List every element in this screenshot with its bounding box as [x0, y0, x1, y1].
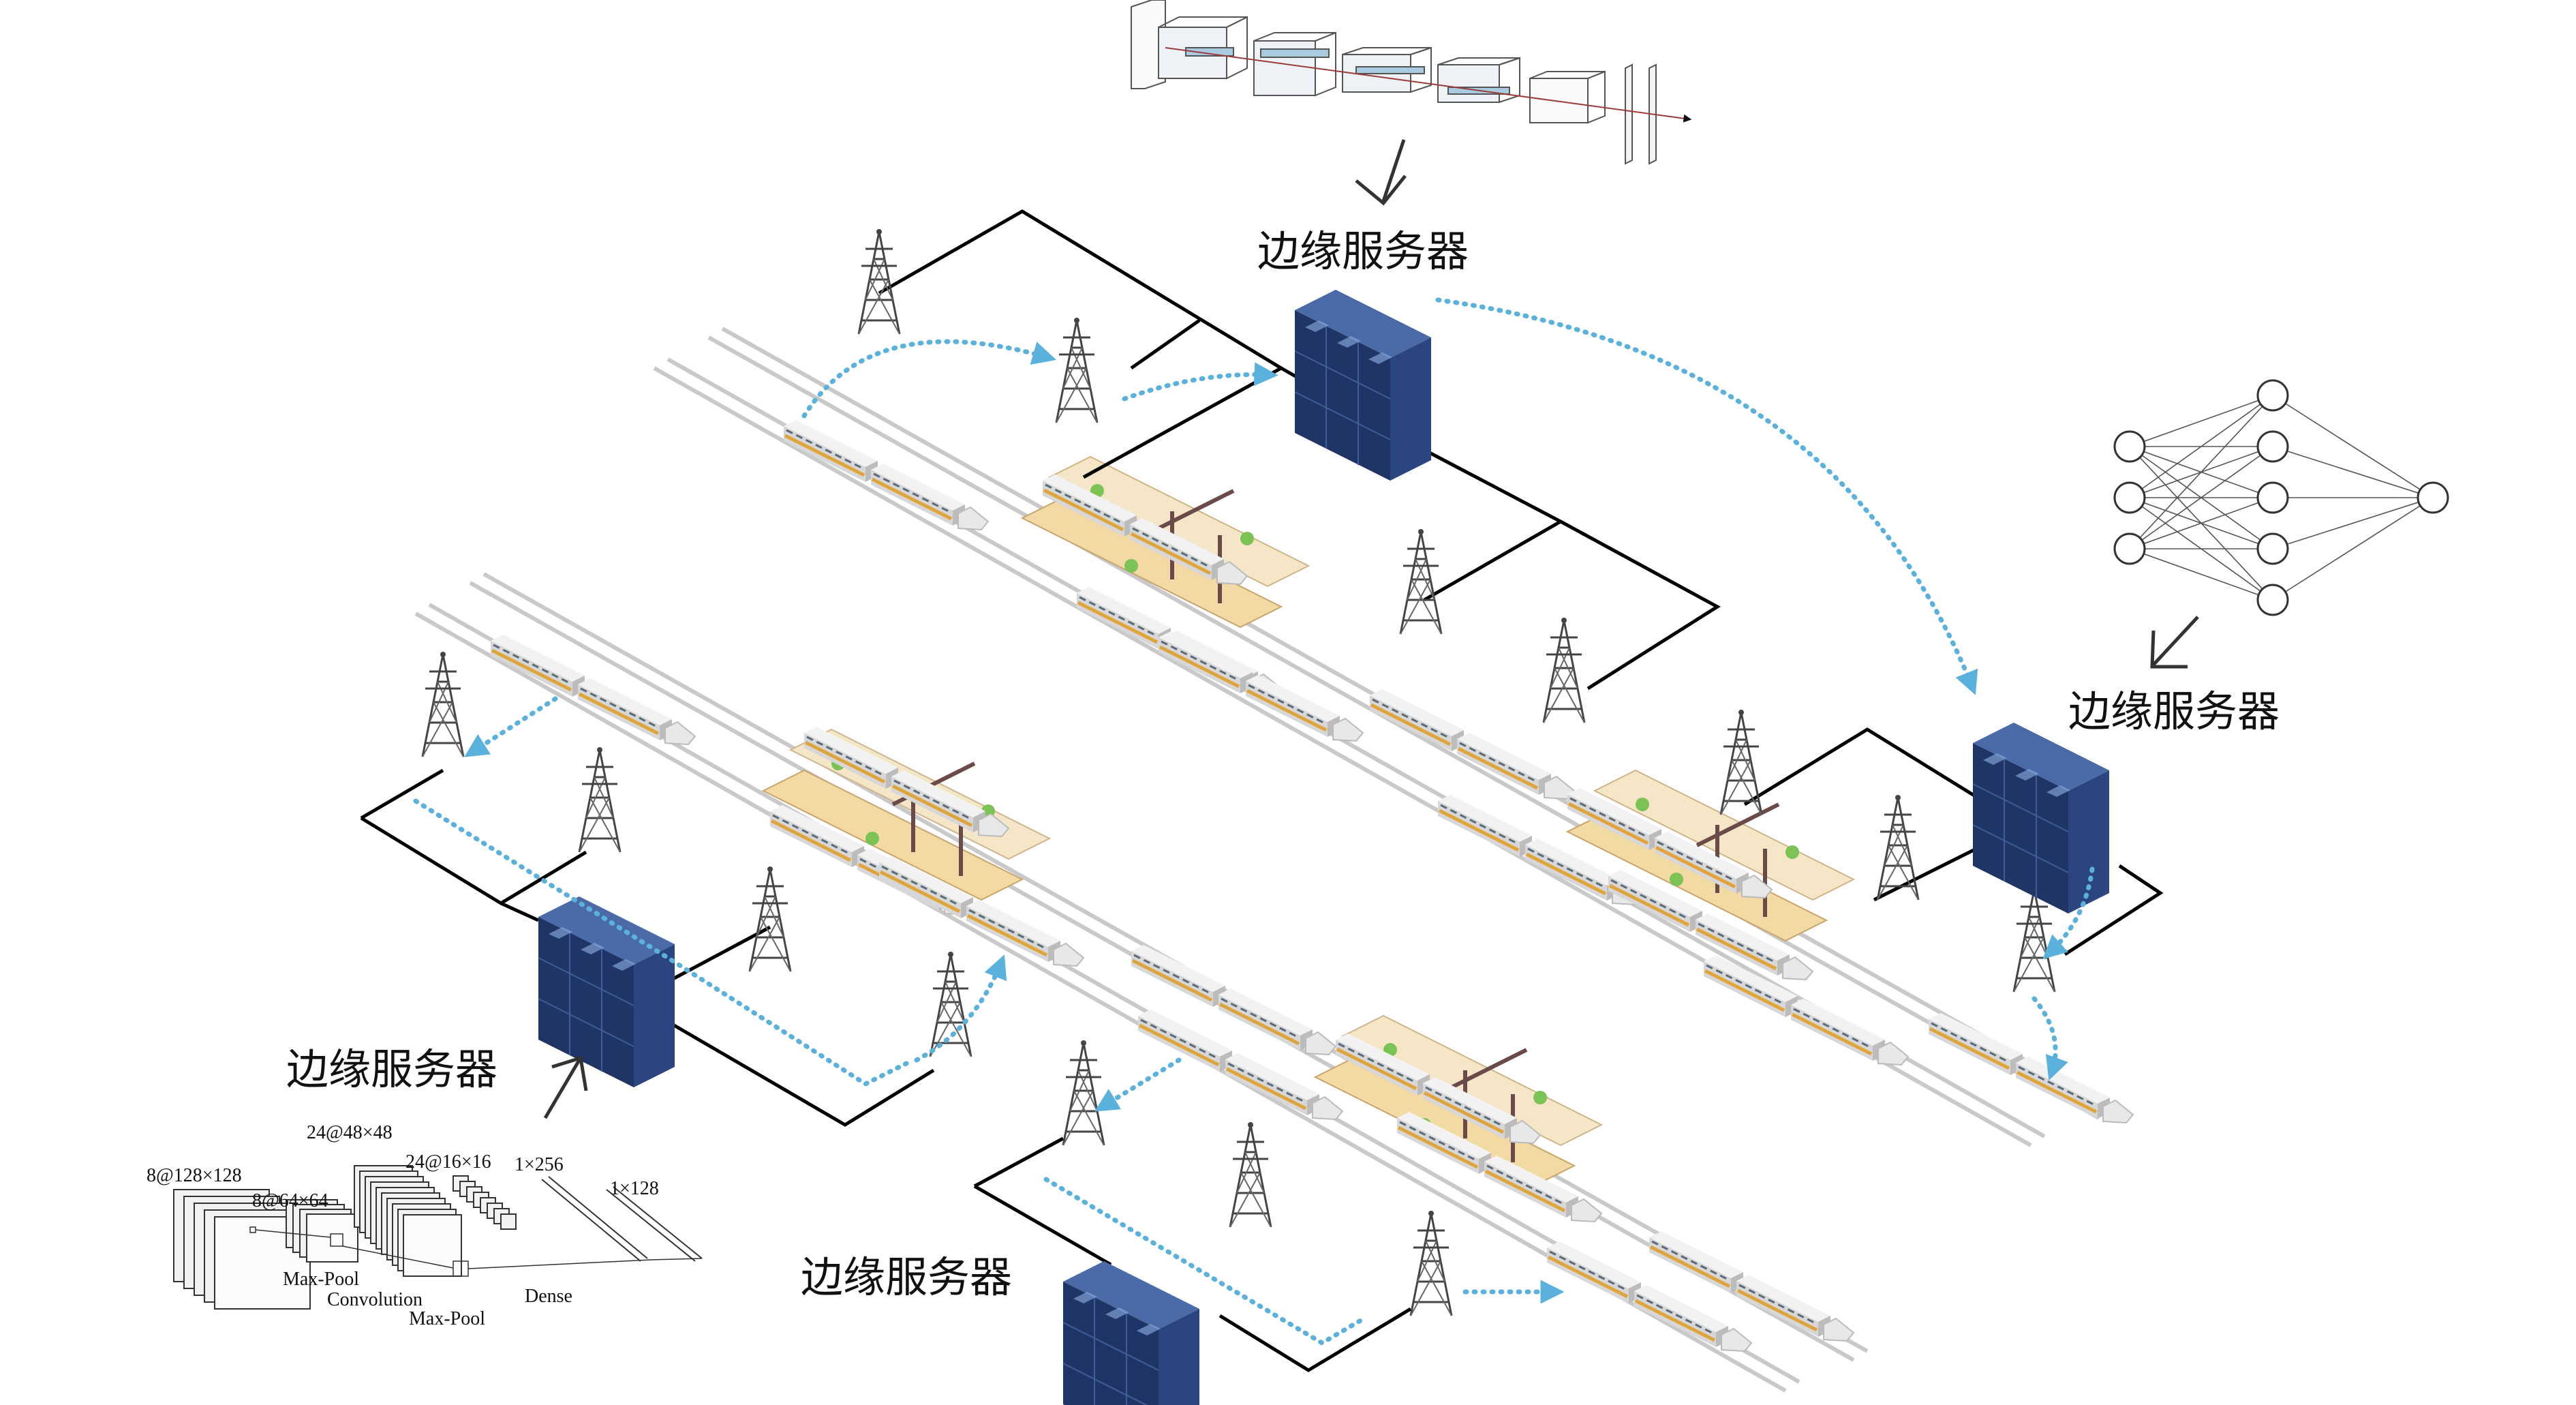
cnn-op-label: Convolution	[327, 1289, 423, 1310]
nn-node	[2256, 584, 2289, 616]
cnn-connectors	[249, 1226, 703, 1277]
flow-arrow	[1122, 362, 1278, 402]
nn-node	[2256, 379, 2289, 412]
cnn-block	[1529, 70, 1606, 124]
pylon-icon	[748, 865, 792, 973]
cnn-block	[1253, 31, 1336, 97]
cnn-schematic	[173, 1165, 703, 1310]
edge-server-bottom	[1062, 1260, 1200, 1405]
cnn-feature-stack-4	[453, 1175, 517, 1230]
railway-tracks	[414, 327, 2114, 1393]
flow-arrow	[914, 954, 1007, 1063]
cnn-layer-label: 24@48×48	[307, 1122, 393, 1143]
server-icon	[1062, 1260, 1200, 1405]
cnn-feature-stack-3	[354, 1165, 462, 1277]
cnn-layer-label: 8@128×128	[147, 1165, 242, 1186]
edge-server-left	[538, 896, 675, 1088]
nn-node	[2113, 430, 2146, 463]
server-icon	[538, 896, 675, 1088]
nn-edges	[2129, 395, 2434, 601]
server-label-bottom: 边缘服务器	[801, 1252, 1012, 1302]
flow-arrow	[1094, 1057, 1182, 1112]
server-label-left: 边缘服务器	[286, 1044, 497, 1094]
cnn-layer-label: 24@16×16	[405, 1151, 491, 1173]
cnn-feature-stack-2	[286, 1199, 358, 1263]
pylon-icon	[1062, 1039, 1105, 1147]
cnn-layer-label: 8@64×64	[252, 1190, 328, 1211]
pylon-icon	[1876, 794, 1920, 901]
nn-node	[2113, 481, 2146, 514]
cnn-labels: 8@128×128 8@64×64 24@48×48 24@16×16 1×25…	[147, 1122, 659, 1329]
pylon-icon	[1542, 616, 1586, 724]
cnn-block	[1437, 57, 1520, 104]
neural-network	[2113, 379, 2449, 616]
pylon-icon	[1409, 1209, 1453, 1317]
pylon-icon	[421, 650, 465, 758]
flow-arrow	[801, 339, 1057, 419]
server-label-right: 边缘服务器	[2068, 686, 2280, 736]
arrow-icon	[2150, 616, 2199, 669]
cnn-layer-label: 1×128	[610, 1178, 659, 1199]
flow-arrow	[1435, 297, 1978, 695]
cnn-op-label: Dense	[525, 1286, 572, 1307]
arrow-icon	[1355, 139, 1407, 206]
pointer-arrows	[543, 139, 2199, 1119]
network-links	[360, 209, 2164, 1372]
cnn-block	[1131, 0, 1248, 89]
pylon-icon	[578, 746, 622, 853]
train	[1547, 1241, 1751, 1351]
cnn-op-label: Max-Pool	[409, 1308, 485, 1329]
cnn-dense-vectors	[541, 1176, 703, 1262]
cnn-3d-pipeline	[1131, 0, 1692, 165]
link-right	[1743, 727, 2164, 956]
edge-server-top	[1294, 289, 1432, 481]
cnn-layer-label: 1×256	[515, 1154, 564, 1175]
link-left	[360, 768, 935, 1127]
arrow-icon	[543, 1055, 588, 1119]
nn-node	[2417, 481, 2449, 514]
pylon-icon	[1229, 1121, 1272, 1228]
flow-arrow	[1043, 1177, 1366, 1346]
nn-node	[2256, 481, 2289, 514]
nn-node	[2113, 532, 2146, 565]
nn-nodes	[2113, 379, 2449, 616]
link-top	[878, 209, 1721, 691]
cnn-block	[1342, 46, 1432, 93]
flow-arrow	[413, 798, 909, 1087]
cnn-op-label: Max-Pool	[283, 1269, 359, 1290]
nn-node	[2256, 430, 2289, 463]
pylon-icon	[1055, 316, 1099, 424]
flow-arrow	[2031, 996, 2068, 1081]
cnn-feature-stack-1	[173, 1189, 311, 1310]
server-icon	[1294, 289, 1432, 481]
flow-arrow	[464, 696, 558, 757]
flow-arrow	[2042, 866, 2095, 960]
pylon-icon	[929, 950, 972, 1058]
server-label-top: 边缘服务器	[1257, 226, 1469, 276]
pylon-icon	[1399, 528, 1443, 635]
data-flows	[413, 297, 2095, 1346]
train	[1370, 689, 1574, 799]
link-bottom	[973, 1136, 1412, 1372]
pylon-icon	[857, 228, 901, 335]
nn-node	[2256, 532, 2289, 565]
